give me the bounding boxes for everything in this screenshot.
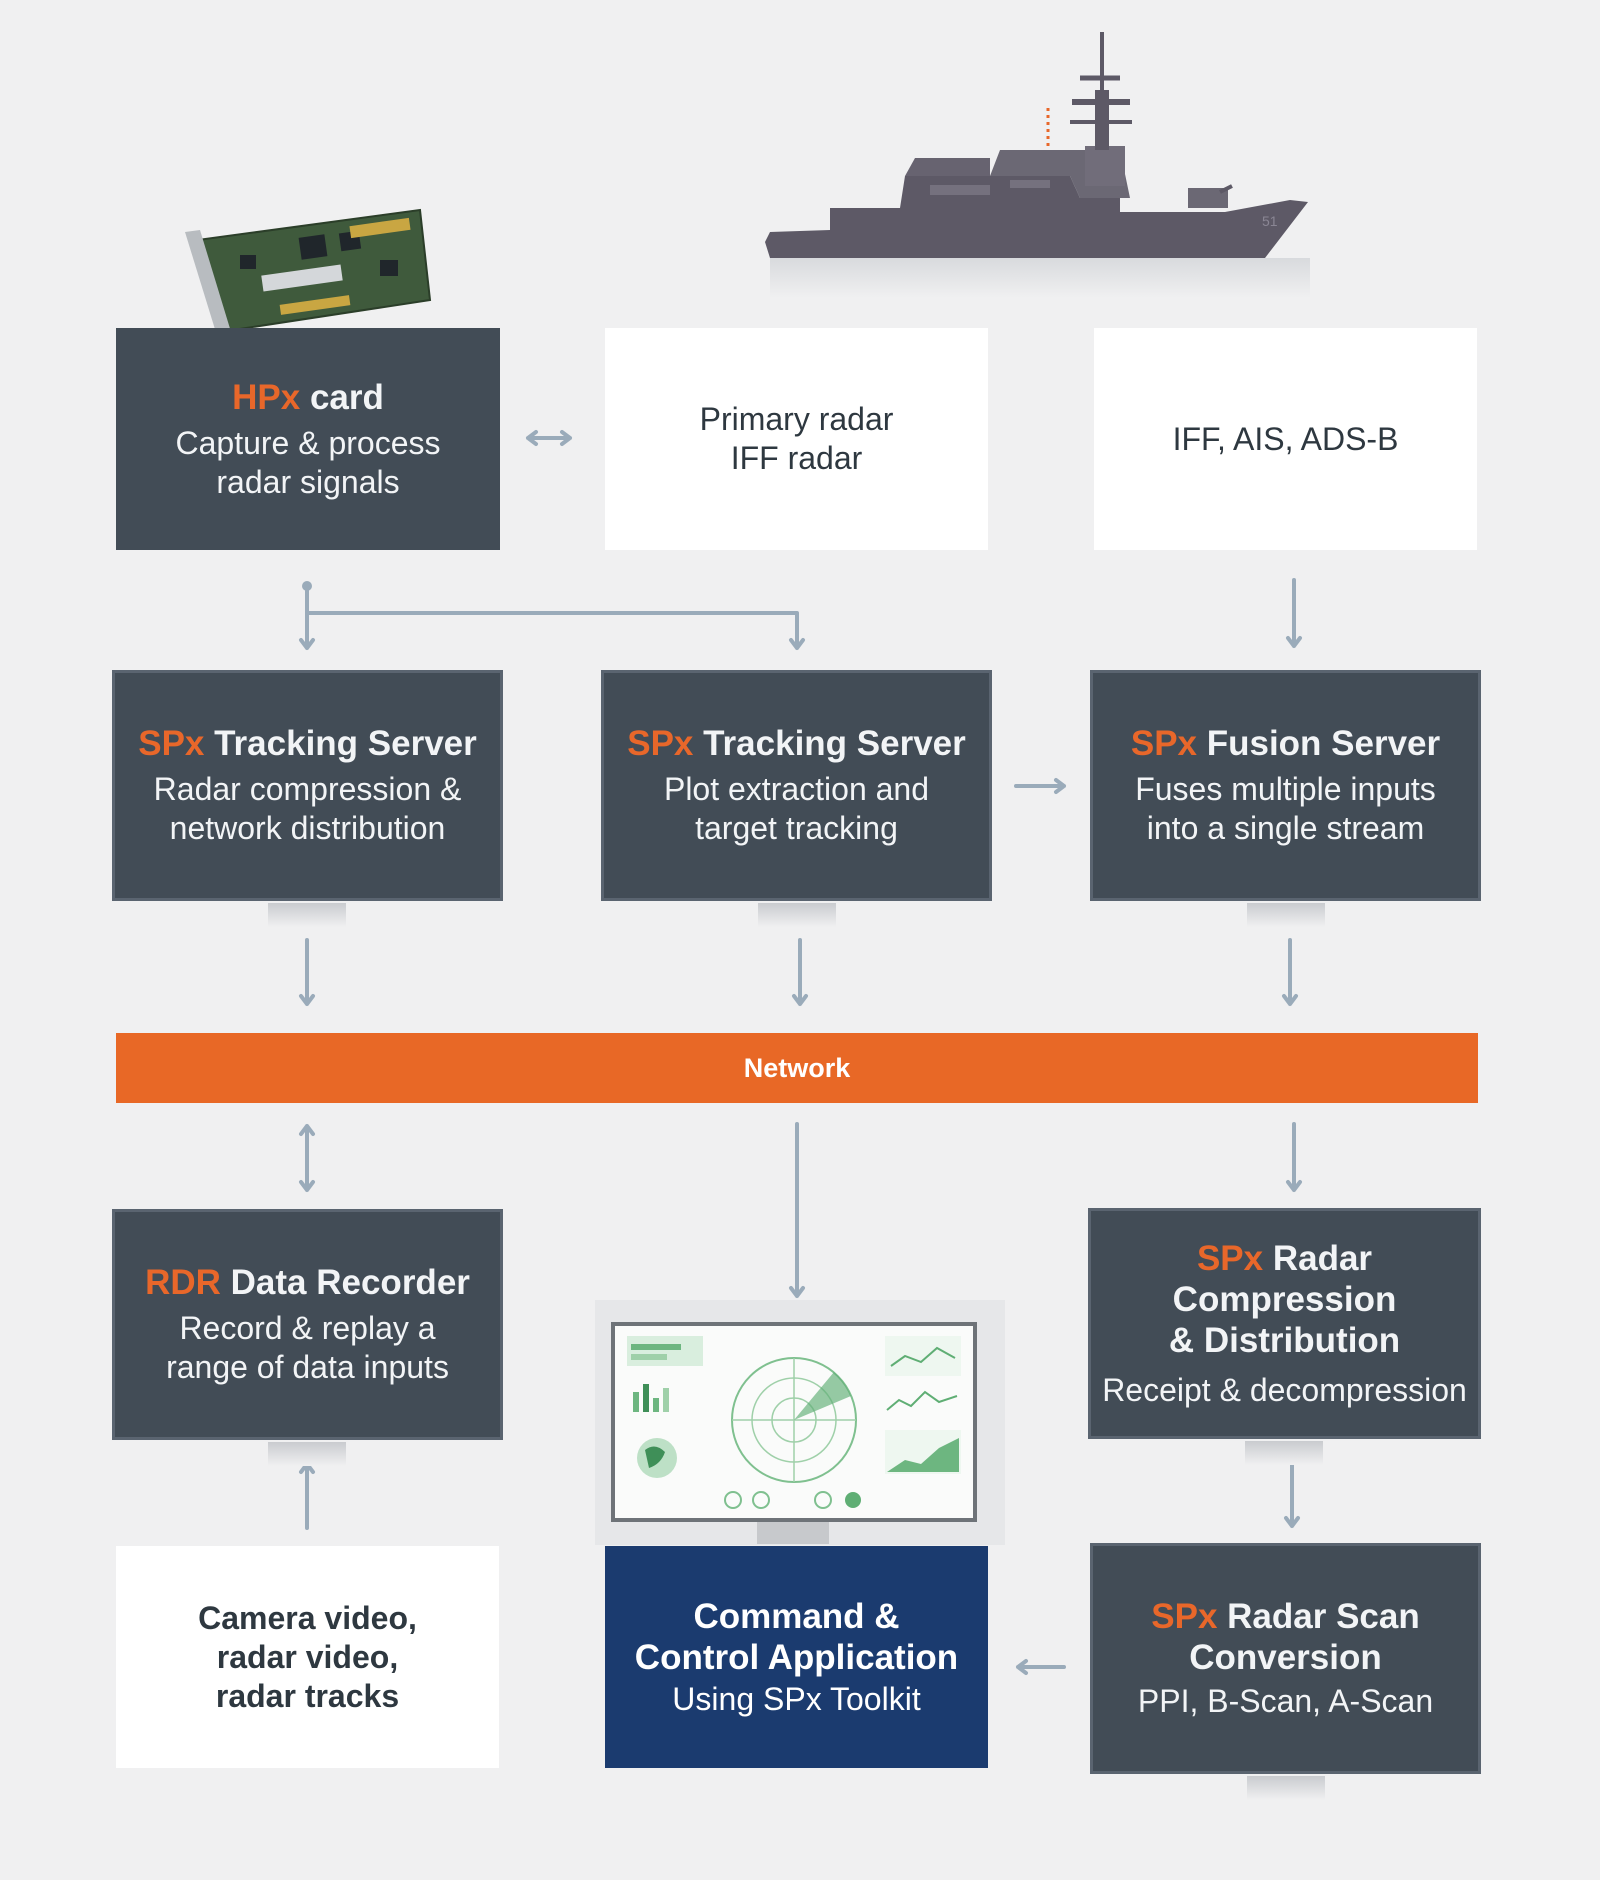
- hpx-card-image: [185, 208, 432, 352]
- fusion-server-line2: into a single stream: [1146, 810, 1425, 846]
- camera-inputs-line1: Camera video,: [198, 1599, 417, 1636]
- c2-title-line1: Command &: [693, 1596, 900, 1636]
- box-shadow: [268, 1442, 346, 1466]
- camera-inputs-line3: radar tracks: [215, 1677, 400, 1714]
- tracking-server-2-title: SPx Tracking Server: [627, 724, 966, 763]
- compression-title-line1: SPx Radar Compression: [1172, 1238, 1397, 1319]
- tracking2-network-arrow: [792, 938, 808, 1006]
- hpx-desc-line2: radar signals: [216, 463, 400, 500]
- tracking-fusion-arrow: [1014, 778, 1066, 794]
- other-sources-box: IFF, AIS, ADS-B: [1094, 328, 1477, 550]
- radar-sources-line1: Primary radar: [699, 401, 894, 437]
- network-label: Network: [743, 1052, 851, 1083]
- camera-inputs-line2: radar video,: [216, 1638, 399, 1675]
- fusion-server-box: SPx Fusion Server Fuses multiple inputs …: [1090, 670, 1481, 901]
- tracking-server-1-line2: network distribution: [169, 810, 446, 846]
- radar-sources-line2: IFF radar: [730, 440, 863, 476]
- scan-c2-arrow: [1016, 1659, 1066, 1675]
- c2-application-box: Command & Control Application Using SPx …: [605, 1546, 988, 1768]
- fusion-network-arrow: [1282, 938, 1298, 1006]
- camera-recorder-arrow: [299, 1462, 315, 1530]
- camera-inputs-box: Camera video, radar video, radar tracks: [116, 1546, 499, 1768]
- tracking-server-1-line1: Radar compression &: [153, 771, 462, 807]
- compression-line1: Receipt & decompression: [1102, 1371, 1467, 1408]
- hpx-radar-arrow: [526, 430, 572, 446]
- scan-conversion-title-line1: SPx Radar Scan: [1151, 1597, 1420, 1636]
- hpx-split-arrow: [299, 584, 805, 650]
- network-c2-arrow: [789, 1122, 805, 1298]
- fusion-server-title: SPx Fusion Server: [1130, 724, 1441, 763]
- fusion-server-line1: Fuses multiple inputs: [1135, 771, 1436, 807]
- data-recorder-box: RDR Data Recorder Record & replay a rang…: [112, 1209, 503, 1440]
- compression-title-line2: & Distribution: [1168, 1320, 1401, 1360]
- data-recorder-title: RDR Data Recorder: [145, 1263, 470, 1302]
- compression-box: SPx Radar Compression & Distribution Rec…: [1088, 1208, 1481, 1439]
- hull-number: 51: [1262, 213, 1278, 229]
- scan-conversion-box: SPx Radar Scan Conversion PPI, B-Scan, A…: [1090, 1543, 1481, 1774]
- network-bar: Network: [116, 1033, 1478, 1103]
- ship-image: 51: [765, 32, 1310, 298]
- data-recorder-line2: range of data inputs: [166, 1349, 449, 1385]
- box-shadow: [1245, 1441, 1323, 1465]
- other-sources-line1: IFF, AIS, ADS-B: [1172, 420, 1399, 457]
- hpx-title: HPx card: [232, 377, 384, 417]
- hpx-desc-line1: Capture & process: [175, 424, 441, 461]
- tracking-server-2-line1: Plot extraction and: [663, 771, 930, 807]
- radar-display-image: [595, 1300, 1005, 1545]
- tracking-server-1-box: SPx Tracking Server Radar compression & …: [112, 670, 503, 901]
- scan-conversion-line1: PPI, B-Scan, A-Scan: [1137, 1683, 1434, 1719]
- c2-subtitle: Using SPx Toolkit: [672, 1680, 921, 1717]
- tracking-server-1-title: SPx Tracking Server: [138, 724, 477, 763]
- network-recorder-arrow: [299, 1124, 315, 1192]
- box-shadow: [1247, 903, 1325, 927]
- scan-conversion-title-line2: Conversion: [1189, 1638, 1382, 1677]
- sources-fusion-arrow: [1286, 578, 1302, 648]
- hpx-card-box: HPx card Capture & process radar signals: [116, 328, 500, 550]
- compression-scan-arrow: [1284, 1460, 1300, 1528]
- tracking-server-2-box: SPx Tracking Server Plot extraction and …: [601, 670, 992, 901]
- c2-title-line2: Control Application: [634, 1637, 959, 1677]
- radar-sources-box: Primary radar IFF radar: [605, 328, 988, 550]
- data-recorder-line1: Record & replay a: [179, 1310, 436, 1346]
- tracking-server-2-line2: target tracking: [695, 810, 898, 846]
- box-shadow: [1247, 1776, 1325, 1800]
- tracking1-network-arrow: [299, 938, 315, 1006]
- box-shadow: [758, 903, 836, 927]
- box-shadow: [268, 903, 346, 927]
- network-compression-arrow: [1286, 1122, 1302, 1192]
